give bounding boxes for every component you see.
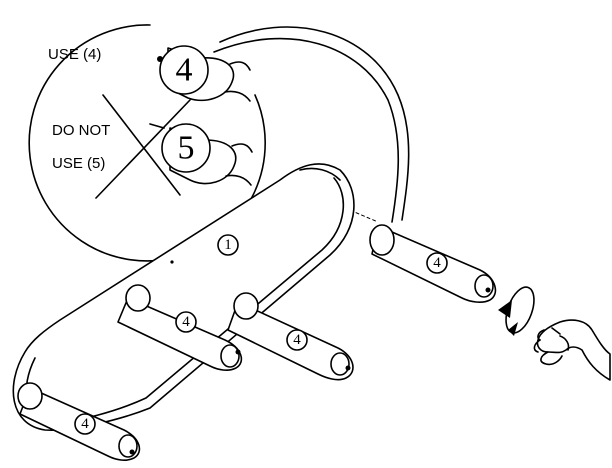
- do-not-label-line2: USE (5): [52, 155, 105, 172]
- rotate-arrow-icon: [498, 286, 535, 336]
- do-not-label-line1: DO NOT: [52, 122, 110, 139]
- use-label: USE (4): [48, 46, 101, 63]
- callout-wrong-number: 5: [178, 130, 195, 167]
- cross-out-mark: [95, 94, 191, 199]
- zoom-callout: 4 5 USE (4) DO NOT USE (5): [28, 24, 410, 262]
- post-center-left: [117, 284, 243, 371]
- callout-post-5: [149, 123, 253, 186]
- post-number-installing: 4: [433, 255, 441, 271]
- board-number: 1: [224, 237, 232, 253]
- post-number-center-right: 4: [293, 332, 301, 348]
- board-part: [12, 163, 355, 432]
- callout-correct-number: 4: [176, 52, 193, 89]
- post-number-lower-left: 4: [81, 416, 89, 432]
- callout-post-4: [157, 45, 251, 102]
- post-number-center-left: 4: [182, 314, 190, 330]
- hand-icon: [533, 319, 611, 381]
